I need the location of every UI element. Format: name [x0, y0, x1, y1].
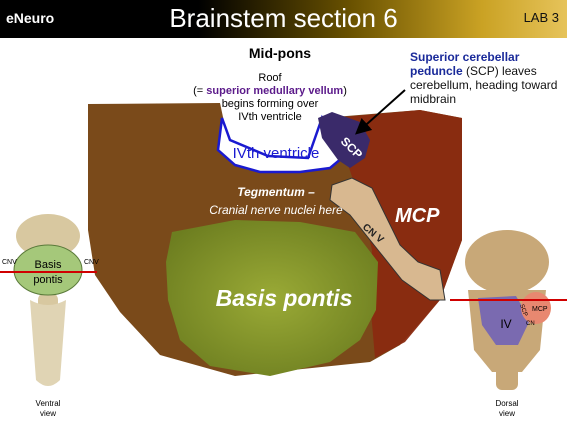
mcp-label: MCP [395, 205, 440, 227]
pons-section [88, 103, 462, 376]
dorsal-mcp-label: MCP [532, 306, 548, 313]
scp-note-rest: (SCP) leaves cerebellum, heading toward … [410, 64, 558, 106]
ventral-basis-label-line1: Basis [35, 259, 62, 271]
tegmentum-label-line1: Tegmentum – [237, 185, 315, 199]
brand-label: eNeuro [6, 10, 55, 26]
roof-prefix: (= [193, 85, 207, 97]
roof-line2: (= superior medullary vellum) [170, 85, 370, 98]
ventral-caption-line1: Ventral [36, 399, 61, 408]
basis-pontis-region [166, 220, 378, 376]
cn-v-region [329, 177, 446, 301]
roof-annotation: Roof (= superior medullary vellum) begin… [170, 72, 370, 124]
superior-medullary-vellum-term: superior medullary vellum [206, 85, 344, 97]
roof-line4: IVth ventricle [238, 111, 302, 123]
dorsal-ventricle-region [478, 296, 530, 345]
basis-pontis-label: Basis pontis [216, 285, 353, 311]
dorsal-iv-label: IV [500, 317, 511, 331]
scp-annotation: Superior cerebellar peduncle (SCP) leave… [410, 50, 565, 106]
title-bar: eNeuro Brainstem section 6 LAB 3 [0, 0, 567, 38]
dorsal-caption-line2: view [499, 409, 515, 418]
tegmentum-label-line2: Cranial nerve nuclei here [209, 203, 343, 217]
dorsal-caption-line1: Dorsal [495, 399, 518, 408]
dorsal-view-illustration: IV SCP MCP CN Dorsal view [450, 230, 567, 418]
scp-term: Superior cerebellar peduncle [410, 50, 520, 78]
ventral-cnv-left-label: CNV [2, 259, 17, 266]
ventral-caption-line2: view [40, 409, 56, 418]
ventral-basis-label-line2: pontis [33, 274, 63, 286]
ventral-view-illustration: Basis pontis CNV CNV Ventral view [0, 214, 99, 418]
roof-suffix: ) [343, 85, 347, 97]
ventral-cnv-right-label: CNV [84, 259, 99, 266]
slide-title: Brainstem section 6 [169, 3, 398, 33]
ventricle-label: IVth ventricle [233, 145, 320, 162]
scp-arrow [355, 89, 406, 135]
roof-line1: Roof [258, 72, 282, 84]
ventricle-outline [216, 114, 344, 174]
section-subtitle: Mid-pons [248, 45, 312, 61]
dorsal-scp-label: SCP [518, 304, 528, 318]
dorsal-cn-label: CN [526, 321, 535, 327]
roof-line3: begins forming over [221, 98, 319, 110]
lab-label: LAB 3 [523, 10, 559, 25]
